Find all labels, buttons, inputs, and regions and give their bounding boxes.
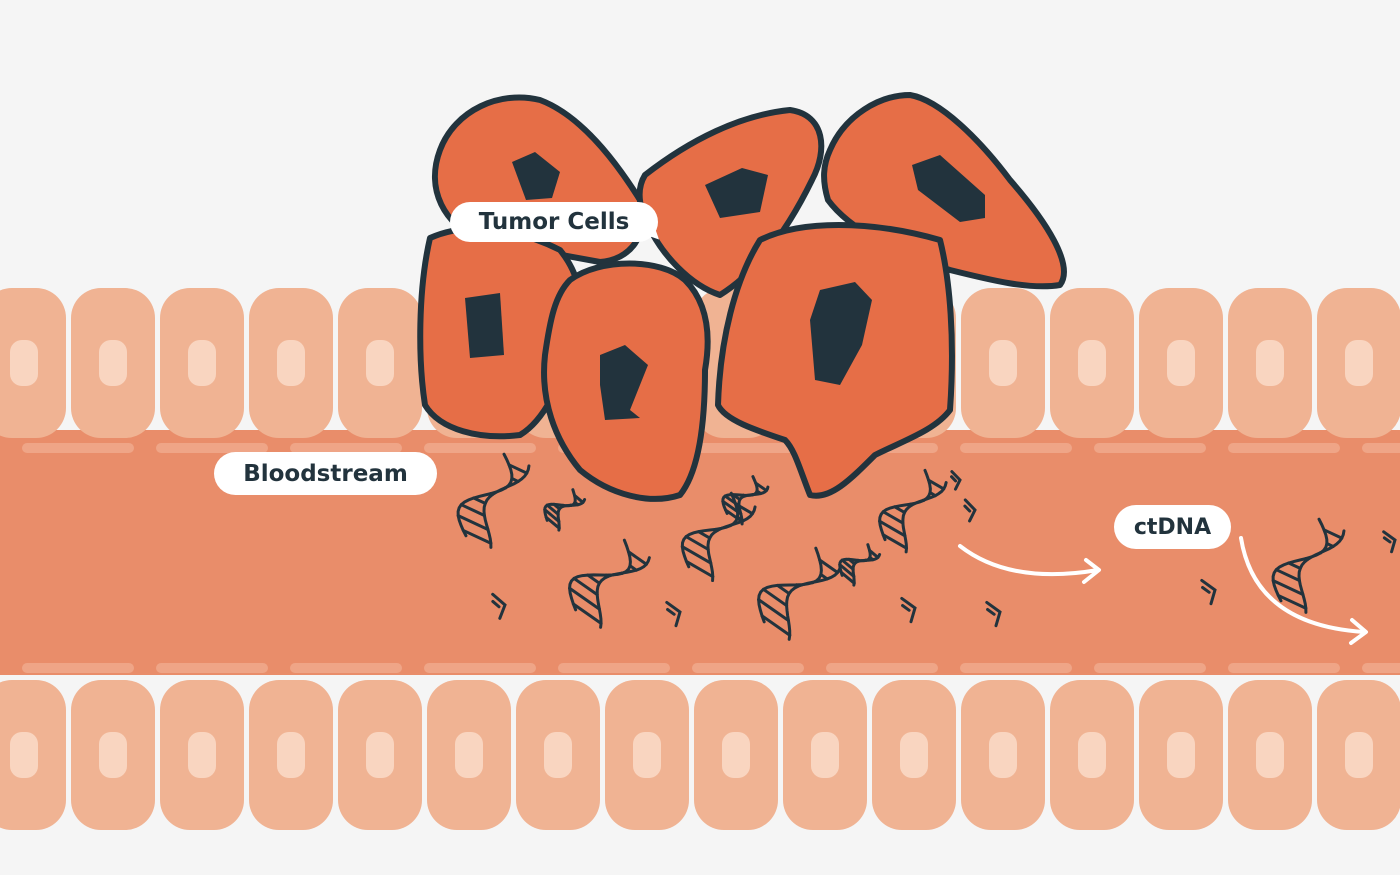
dna-fragment-icon	[950, 470, 962, 491]
dna-helix-icon	[878, 468, 948, 554]
dna-fragment-icon	[985, 600, 1002, 628]
vessel-wall-cell-icon	[1139, 680, 1223, 830]
vessel-wall-cell-icon	[71, 288, 155, 438]
dna-fragment-icon	[1200, 578, 1217, 606]
dna-fragment-icon	[1382, 530, 1397, 554]
flow-arrow-icon	[958, 544, 1101, 584]
dna-helix-icon	[757, 546, 843, 641]
vessel-lining-bottom	[22, 663, 1400, 673]
vessel-wall-cell-icon	[783, 680, 867, 830]
vessel-wall-cell-icon	[71, 680, 155, 830]
vessel-wall-cell-icon	[0, 288, 66, 438]
dna-helix-icon	[721, 475, 770, 526]
flow-arrows	[958, 536, 1368, 645]
dna-helix-icon	[568, 538, 651, 629]
dna-helix-icon	[838, 543, 882, 587]
vessel-wall-cell-icon	[249, 680, 333, 830]
vessel-wall-cell-icon	[1317, 288, 1400, 438]
dna-fragment-icon	[900, 596, 917, 624]
vessel-wall-cell-icon	[1050, 288, 1134, 438]
ctdna-fragments	[456, 452, 1397, 641]
ctdna-label: ctDNA	[1114, 505, 1231, 549]
vessel-wall-cell-icon	[1317, 680, 1400, 830]
vessel-wall-cell-icon	[338, 288, 422, 438]
vessel-wall-bottom	[0, 680, 1400, 830]
vessel-wall-cell-icon	[516, 680, 600, 830]
dna-fragment-icon	[963, 498, 977, 523]
dna-helix-icon	[543, 488, 587, 532]
dna-helix-icon	[456, 452, 531, 549]
dna-helix-icon	[1271, 517, 1346, 614]
vessel-wall-cell-icon	[872, 680, 956, 830]
vessel-wall-cell-icon	[338, 680, 422, 830]
vessel-wall-cell-icon	[1139, 288, 1223, 438]
vessel-wall-cell-icon	[961, 680, 1045, 830]
vessel-wall-cell-icon	[249, 288, 333, 438]
vessel-lining-top	[22, 443, 1400, 453]
vessel-wall-cell-icon	[1228, 288, 1312, 438]
tumor-cell-icon	[541, 260, 711, 502]
flow-arrow-icon	[1239, 536, 1368, 645]
tumor-cell-icon	[715, 222, 955, 499]
bloodstream-channel	[0, 430, 1400, 675]
vessel-wall-cell-icon	[0, 680, 66, 830]
vessel-wall-cell-icon	[694, 680, 778, 830]
dna-fragment-icon	[665, 600, 682, 628]
vessel-wall-cell-icon	[605, 680, 689, 830]
vessel-wall-cell-icon	[1050, 680, 1134, 830]
dna-fragment-icon	[491, 592, 507, 620]
vessel-wall-cell-icon	[160, 680, 244, 830]
vessel-wall-cell-icon	[1228, 680, 1312, 830]
vessel-wall-cell-icon	[427, 680, 511, 830]
bloodstream-label: Bloodstream	[214, 452, 437, 495]
vessel-wall-cell-icon	[160, 288, 244, 438]
dna-helix-icon	[680, 491, 757, 583]
tumor-cells-label: Tumor Cells	[450, 202, 658, 242]
vessel-wall-cell-icon	[961, 288, 1045, 438]
